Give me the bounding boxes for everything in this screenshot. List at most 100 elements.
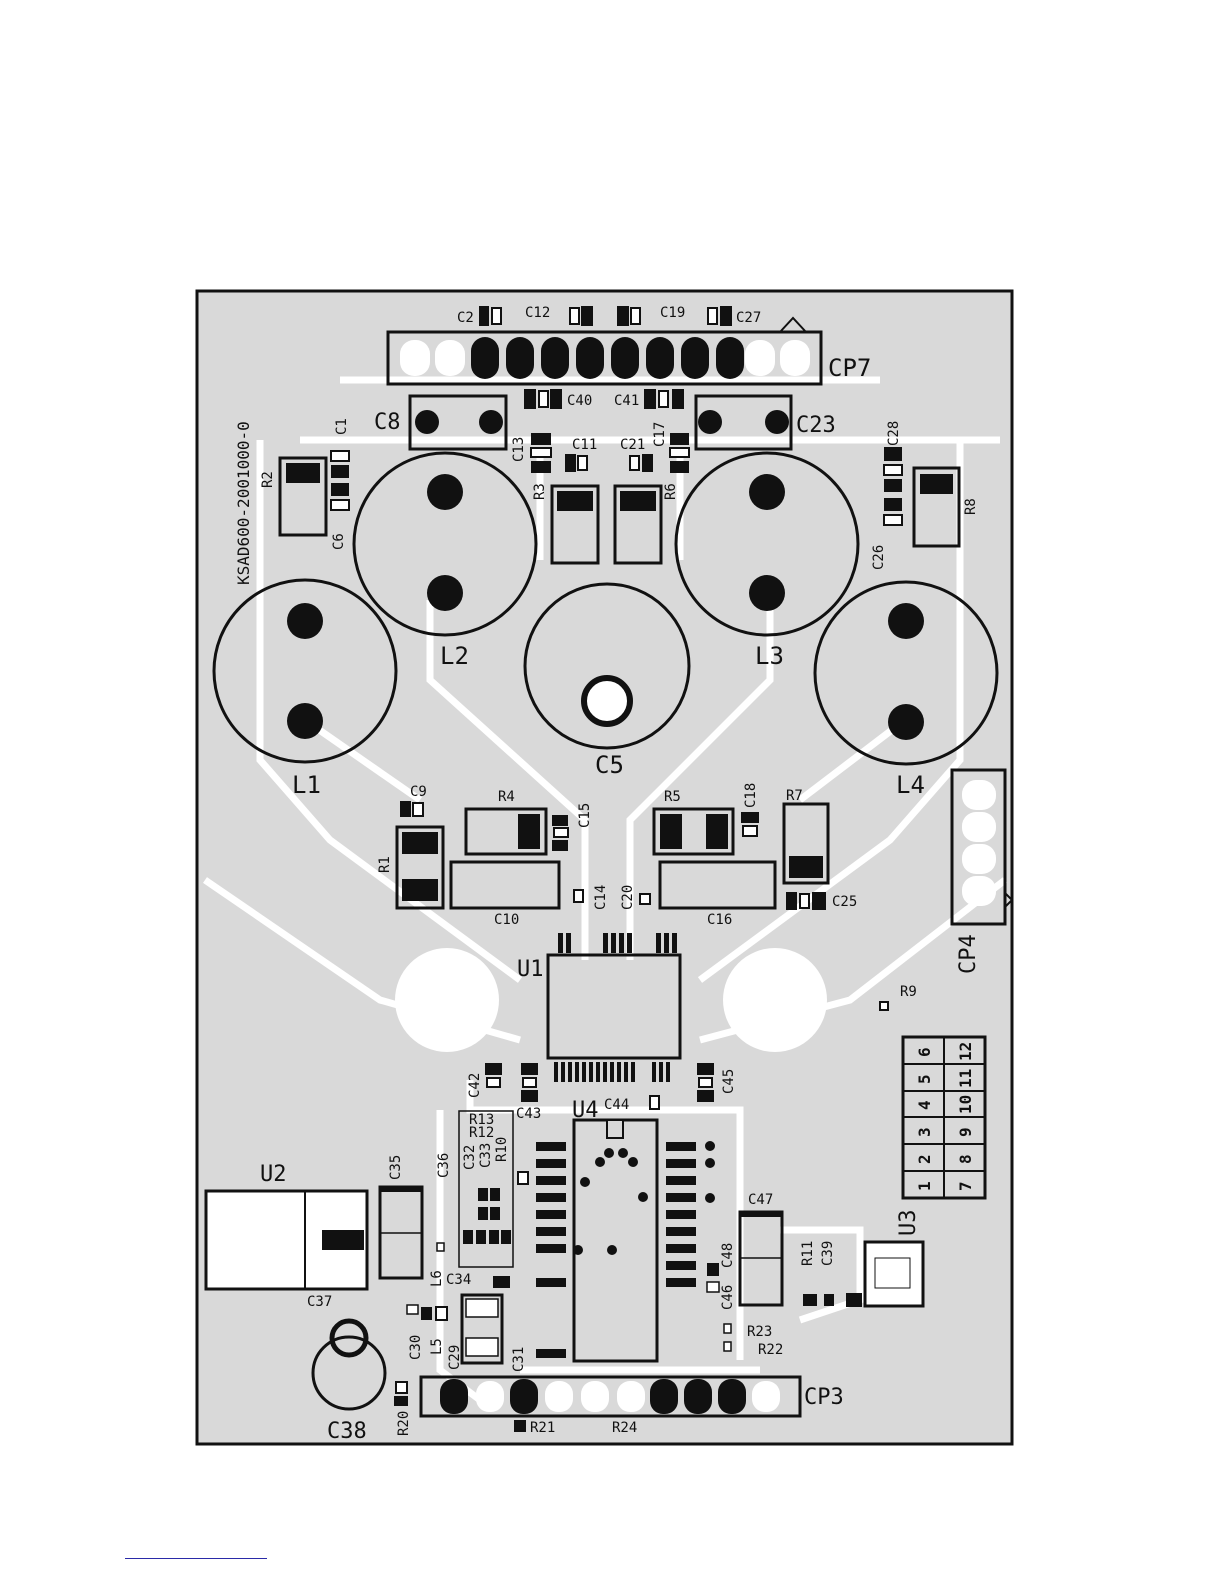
cap-c35 — [378, 1185, 424, 1280]
r21-pad — [514, 1420, 526, 1432]
r3-label: R3 — [532, 483, 548, 500]
r24-label: R24 — [612, 1420, 637, 1436]
r22-label: R22 — [758, 1342, 783, 1358]
cap-c5: C5 — [523, 582, 691, 779]
c43-label: C43 — [516, 1106, 541, 1122]
pin-4: 4 — [915, 1100, 934, 1110]
u1-label: U1 — [517, 957, 544, 982]
c27-label: C27 — [736, 310, 761, 326]
c11-label: C11 — [572, 437, 597, 453]
pin-5: 5 — [915, 1074, 934, 1084]
right-smd-group — [883, 447, 961, 548]
resistor-network — [458, 1110, 529, 1268]
r20-label: R20 — [396, 1411, 412, 1436]
c16-label: C16 — [707, 912, 732, 928]
r13-label: R13 — [469, 1112, 494, 1128]
chip-u1: U1 — [517, 933, 682, 1082]
c37-label: C37 — [307, 1294, 332, 1310]
pin-11: 11 — [956, 1069, 975, 1088]
c25-label: C25 — [832, 894, 857, 910]
c9-label: C9 — [410, 784, 427, 800]
c34-label: C34 — [446, 1272, 471, 1288]
cap-c23: C23 — [694, 394, 836, 451]
c45-label: C45 — [721, 1069, 737, 1094]
inductor-l1: L1 — [212, 578, 398, 799]
c23-label: C23 — [796, 413, 836, 438]
mid-left-group — [395, 801, 584, 910]
c18-label: C18 — [743, 783, 759, 808]
u3-area: U3 — [803, 1210, 925, 1308]
pin-6: 6 — [915, 1047, 934, 1057]
pin-header: 6 5 4 3 2 1 12 11 10 9 8 7 — [901, 1035, 987, 1200]
c39-label: C39 — [820, 1241, 836, 1266]
connector-cp4: CP4 — [950, 768, 1014, 974]
chip-u4: U4 — [536, 1098, 715, 1363]
u1-bottom-caps — [485, 1063, 714, 1110]
c31-label: C31 — [511, 1347, 527, 1372]
ground-pads — [395, 948, 827, 1052]
c2-label: C2 — [457, 310, 474, 326]
c5-label: C5 — [595, 751, 624, 779]
r23-label: R23 — [747, 1324, 772, 1340]
pin-3: 3 — [915, 1127, 934, 1137]
cp3-label: CP3 — [804, 1385, 844, 1410]
c14-label: C14 — [593, 885, 609, 910]
r10-label: R10 — [494, 1137, 510, 1162]
c33-label: C33 — [478, 1143, 494, 1168]
c40-label: C40 — [567, 393, 592, 409]
inductor-l3: L3 — [674, 451, 860, 670]
c35-label: C35 — [388, 1155, 404, 1180]
c46-label: C46 — [720, 1285, 736, 1310]
c42-label: C42 — [467, 1073, 483, 1098]
r9-pad — [879, 1001, 889, 1011]
c41-label: C41 — [614, 393, 639, 409]
c8-label: C8 — [374, 410, 401, 435]
pin-12: 12 — [956, 1042, 975, 1061]
r9-label: R9 — [900, 984, 917, 1000]
r1-label: R1 — [377, 856, 393, 873]
inductor-l2: L2 — [352, 451, 538, 670]
top-smd-caps — [479, 306, 732, 409]
r7-label: R7 — [786, 788, 803, 804]
cp7-label: CP7 — [828, 354, 871, 382]
c19-label: C19 — [660, 305, 685, 321]
c38-label: C38 — [327, 1419, 367, 1444]
l3-label: L3 — [755, 642, 784, 670]
c44-label: C44 — [604, 1097, 629, 1113]
c30-label: C30 — [408, 1335, 424, 1360]
pin-9: 9 — [956, 1127, 975, 1137]
pin-8: 8 — [956, 1154, 975, 1164]
r6-label: R6 — [663, 483, 679, 500]
c10-label: C10 — [494, 912, 519, 928]
lower-left-smd — [394, 1242, 510, 1406]
r11-label: R11 — [800, 1241, 816, 1266]
c47-label: C47 — [748, 1192, 773, 1208]
cap-c8: C8 — [374, 394, 508, 451]
c17-label: C17 — [652, 422, 668, 447]
c36-label: C36 — [436, 1153, 452, 1178]
c28-label: C28 — [886, 421, 902, 446]
board-part-number: KSAD600-2001000-0 — [234, 421, 253, 585]
chip-u2: U2 — [204, 1162, 369, 1291]
l4-label: L4 — [896, 771, 925, 799]
c26-label: C26 — [871, 545, 887, 570]
pin-7: 7 — [956, 1181, 975, 1191]
r5-label: R5 — [664, 789, 681, 805]
c1-label: C1 — [334, 418, 350, 435]
u2-label: U2 — [260, 1162, 287, 1187]
c20-label: C20 — [620, 885, 636, 910]
c32-label: C32 — [462, 1145, 478, 1170]
c29-label: C29 — [447, 1345, 463, 1370]
pin-2: 2 — [915, 1154, 934, 1164]
connector-cp7: CP7 — [386, 316, 871, 386]
r4-label: R4 — [498, 789, 515, 805]
c12-label: C12 — [525, 305, 550, 321]
connector-cp3: CP3 — [419, 1375, 844, 1418]
l2-label: L2 — [440, 642, 469, 670]
c21-label: C21 — [620, 437, 645, 453]
c13-label: C13 — [511, 437, 527, 462]
inductor-l4: L4 — [813, 580, 999, 799]
footnote-rule — [125, 1558, 267, 1559]
r8-label: R8 — [963, 498, 979, 515]
